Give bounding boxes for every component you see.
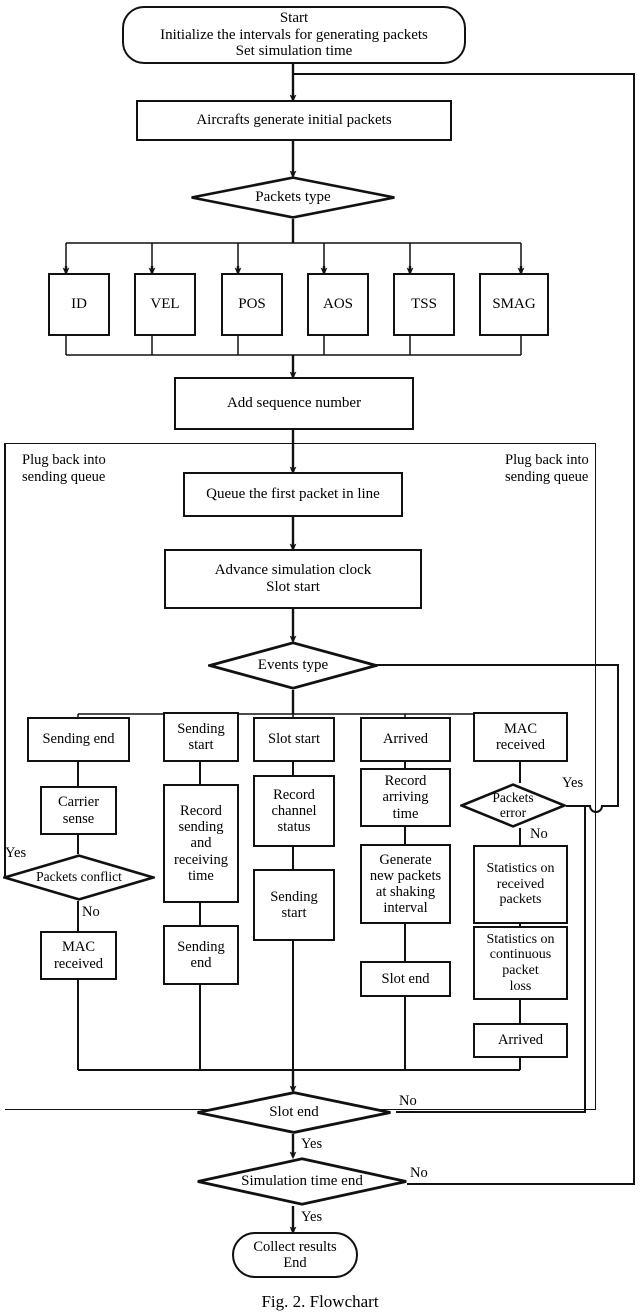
edge-label-yes-packets-conflict: Yes (5, 845, 27, 861)
node-add-sequence-number[interactable]: Add sequence number (174, 377, 414, 430)
node-mac-received-left-label: MAC received (53, 939, 104, 972)
node-packet-kind-aos-label: AOS (322, 296, 353, 313)
slot-end-diamond-shape (197, 1091, 391, 1134)
node-sending-start-2-label: Sending start (270, 888, 318, 921)
figure-caption: Fig. 2. Flowchart (261, 1292, 379, 1311)
node-slot-end-decision-label: Slot end (269, 1104, 319, 1121)
node-packet-kind-id-label: ID (71, 296, 87, 313)
node-packets-type-label: Packets type (255, 189, 331, 206)
node-queue-first-label: Queue the first packet in line (206, 486, 380, 503)
node-record-arriving-time[interactable]: Record arriving time (360, 768, 451, 827)
node-packets-type[interactable]: Packets type (190, 176, 396, 219)
node-generate-initial-packets[interactable]: Aircrafts generate initial packets (136, 100, 452, 141)
node-packet-kind-smag[interactable]: SMAG (479, 273, 549, 336)
node-packet-kind-pos-label: POS (238, 296, 266, 313)
node-branch-slot-start-label: Slot start (268, 731, 320, 748)
node-start[interactable]: Start Initialize the intervals for gener… (122, 6, 466, 64)
node-packet-kind-smag-label: SMAG (492, 296, 536, 313)
node-sending-start-2[interactable]: Sending start (253, 869, 335, 941)
node-collect-results-end[interactable]: Collect results End (232, 1232, 358, 1278)
node-branch-arrived[interactable]: Arrived (360, 717, 451, 762)
node-start-label: Start Initialize the intervals for gener… (160, 9, 428, 60)
node-branch-mac-received[interactable]: MAC received (473, 712, 568, 762)
node-carrier-sense[interactable]: Carrier sense (40, 786, 117, 835)
node-packets-error-label: Packets error (492, 789, 534, 820)
node-record-sending-receiving-time[interactable]: Record sending and receiving time (163, 784, 239, 903)
node-record-channel-status[interactable]: Record channel status (253, 775, 335, 847)
node-packet-kind-pos[interactable]: POS (221, 273, 283, 336)
node-add-sequence-label: Add sequence number (226, 395, 362, 412)
node-branch-sending-start-label: Sending start (177, 720, 225, 753)
node-packet-kind-id[interactable]: ID (48, 273, 110, 336)
node-packet-kind-vel[interactable]: VEL (134, 273, 196, 336)
edge-label-no-slot-end: No (399, 1093, 417, 1109)
node-branch-sending-end[interactable]: Sending end (27, 717, 130, 762)
edge-label-no-packets-error: No (530, 826, 548, 842)
edge-label-no-simulation-time-end: No (410, 1165, 428, 1181)
node-sending-end-2[interactable]: Sending end (163, 925, 239, 985)
node-packets-error[interactable]: Packets error (458, 783, 568, 828)
node-generate-label: Aircrafts generate initial packets (196, 112, 392, 129)
node-record-sending-label: Record sending and receiving time (174, 802, 228, 884)
node-queue-first-packet[interactable]: Queue the first packet in line (183, 472, 403, 517)
node-sending-end-2-label: Sending end (177, 938, 225, 971)
packets-type-diamond-shape (191, 176, 395, 219)
simulation-time-end-diamond-shape (197, 1157, 407, 1206)
node-branch-arrived-label: Arrived (382, 731, 429, 748)
node-events-type-label: Events type (257, 657, 329, 674)
edge-label-yes-slot-end: Yes (301, 1136, 323, 1152)
sending-queue-group-box-left-upper (5, 443, 7, 879)
node-branch-sending-start[interactable]: Sending start (163, 712, 239, 762)
packets-conflict-diamond-shape (0, 854, 159, 901)
node-events-type[interactable]: Events type (204, 641, 382, 690)
edge-label-yes-packets-error: Yes (562, 775, 584, 791)
node-slot-end-box[interactable]: Slot end (360, 961, 451, 997)
node-carrier-sense-label: Carrier sense (57, 794, 100, 827)
node-generate-new-label: Generate new packets at shaking interval (369, 851, 442, 917)
node-generate-new-packets[interactable]: Generate new packets at shaking interval (360, 844, 451, 924)
node-slot-end-box-label: Slot end (381, 970, 430, 987)
edge-label-no-packets-conflict: No (82, 904, 100, 920)
node-statistics-continuous-packet-loss[interactable]: Statistics on continuous packet loss (473, 926, 568, 1000)
edge-label-yes-simulation-time-end: Yes (301, 1209, 323, 1225)
node-statistics-received-packets[interactable]: Statistics on received packets (473, 845, 568, 924)
annotation-plug-back-right: Plug back into sending queue (505, 452, 589, 485)
node-packets-conflict-label: Packets conflict (36, 869, 122, 885)
node-packet-kind-vel-label: VEL (150, 296, 180, 313)
node-simulation-time-end-label: Simulation time end (241, 1173, 363, 1190)
node-packet-kind-tss[interactable]: TSS (393, 273, 455, 336)
node-advance-clock-label: Advance simulation clock Slot start (214, 562, 372, 595)
node-slot-end-decision[interactable]: Slot end (196, 1091, 392, 1134)
node-collect-results-label: Collect results End (253, 1238, 337, 1271)
node-branch-mac-received-label: MAC received (495, 720, 546, 753)
node-mac-received-left[interactable]: MAC received (40, 931, 117, 980)
node-simulation-time-end[interactable]: Simulation time end (196, 1157, 408, 1206)
node-branch-slot-start[interactable]: Slot start (253, 717, 335, 762)
events-type-diamond-shape (204, 641, 382, 690)
packets-error-diamond-shape (458, 783, 568, 828)
node-record-arriving-label: Record arriving time (382, 773, 429, 822)
node-statistics-loss-label: Statistics on continuous packet loss (486, 931, 555, 994)
annotation-plug-back-left: Plug back into sending queue (22, 452, 106, 485)
node-arrived-2[interactable]: Arrived (473, 1023, 568, 1058)
node-record-channel-label: Record channel status (271, 786, 317, 836)
node-packet-kind-tss-label: TSS (411, 296, 437, 313)
node-packet-kind-aos[interactable]: AOS (307, 273, 369, 336)
node-advance-simulation-clock[interactable]: Advance simulation clock Slot start (164, 549, 422, 609)
node-arrived-2-label: Arrived (497, 1032, 544, 1049)
node-packets-conflict[interactable]: Packets conflict (0, 854, 159, 901)
node-statistics-received-label: Statistics on received packets (486, 860, 555, 908)
node-branch-sending-end-label: Sending end (42, 731, 115, 748)
